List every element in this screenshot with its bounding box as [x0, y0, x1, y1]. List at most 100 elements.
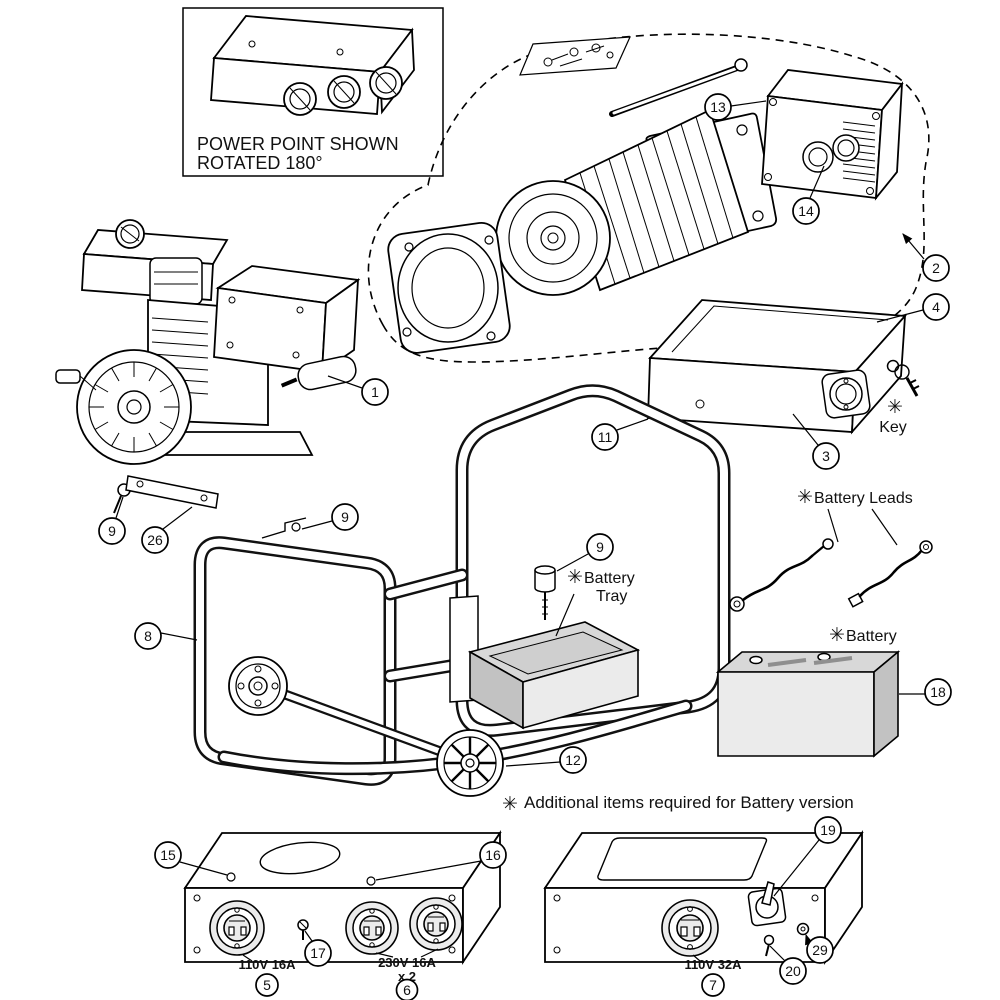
callout-6: 6 — [395, 978, 419, 1000]
note-asterisk: ✳ — [502, 794, 518, 815]
callout-18: 18 — [924, 678, 952, 706]
capacitor-2 — [832, 134, 860, 162]
key-label: Key — [879, 419, 907, 436]
svg-text:3: 3 — [822, 448, 830, 464]
battery-asterisk: ✳ — [829, 625, 845, 646]
label-230v-16a: 230V 16A — [378, 955, 436, 970]
battery-leads-label: Battery Leads — [814, 490, 913, 507]
capacitor-1 — [802, 141, 834, 173]
control-box — [647, 299, 907, 435]
label-110v-32a: 110V 32A — [684, 957, 742, 972]
panel-screw — [297, 919, 309, 940]
callout-8: 8 — [134, 622, 162, 650]
rubber-mount — [534, 565, 556, 620]
engine-illustration — [55, 219, 361, 465]
long-stud-bolt — [609, 58, 748, 117]
callout-2: 2 — [922, 254, 950, 282]
inset-power-point: POWER POINT SHOWN ROTATED 180° — [182, 7, 444, 177]
svg-text:12: 12 — [565, 752, 581, 768]
washer — [796, 922, 810, 936]
label-110v-16a: 110V 16A — [238, 957, 296, 972]
battery-leads — [729, 538, 933, 612]
svg-text:2: 2 — [932, 260, 940, 276]
callout-5: 5 — [255, 973, 279, 997]
battery-label: Battery — [846, 628, 897, 645]
battery-tray-label-line2: Tray — [596, 588, 627, 605]
socket-110v-16a — [209, 900, 265, 956]
starter-switch — [747, 881, 787, 927]
svg-text:7: 7 — [709, 977, 717, 993]
callout-19: 19 — [814, 816, 842, 844]
clip-bracket-mid — [261, 517, 307, 539]
svg-text:19: 19 — [820, 822, 836, 838]
callout-13: 13 — [704, 93, 732, 121]
svg-text:6: 6 — [403, 982, 411, 998]
callout-26: 26 — [141, 526, 169, 554]
svg-text:26: 26 — [147, 532, 163, 548]
air-cleaner — [149, 257, 203, 305]
callout-9-left: 9 — [98, 517, 126, 545]
callout-17: 17 — [304, 939, 332, 967]
front-wheel — [436, 729, 504, 797]
callout-29: 29 — [806, 936, 834, 964]
svg-text:1: 1 — [371, 384, 379, 400]
svg-text:4: 4 — [932, 299, 940, 315]
alternator-kit-dashed-outline — [367, 33, 930, 363]
control-box-socket — [821, 369, 871, 419]
rear-wheel — [228, 656, 288, 716]
callout-9-tray: 9 — [586, 533, 614, 561]
svg-text:18: 18 — [930, 684, 946, 700]
svg-text:5: 5 — [263, 977, 271, 993]
svg-text:9: 9 — [341, 509, 349, 525]
outlet-panel-left — [183, 830, 502, 965]
inset-caption-line2: ROTATED 180° — [197, 153, 323, 173]
callout-4: 4 — [922, 293, 950, 321]
switch-bolt — [763, 934, 775, 957]
alternator-front-housing — [387, 221, 511, 354]
callout-1: 1 — [361, 378, 389, 406]
key-asterisk: ✳ — [887, 397, 903, 418]
battery-version-note: Additional items required for Battery ve… — [524, 793, 854, 812]
crankcase-head — [213, 265, 361, 374]
callout-3: 3 — [812, 442, 840, 470]
svg-text:15: 15 — [160, 847, 176, 863]
svg-text:9: 9 — [596, 539, 604, 555]
svg-text:14: 14 — [798, 203, 814, 219]
recoil-starter — [55, 349, 192, 465]
svg-text:13: 13 — [710, 99, 726, 115]
svg-text:11: 11 — [598, 429, 613, 445]
svg-text:29: 29 — [812, 942, 828, 958]
key-illustration — [894, 364, 920, 397]
keyhole — [886, 359, 900, 373]
leader-lines — [115, 100, 925, 962]
socket-230v-16a-1 — [345, 901, 399, 955]
svg-text:16: 16 — [485, 847, 501, 863]
svg-text:9: 9 — [108, 523, 116, 539]
battery-tray — [467, 621, 641, 730]
support-bracket — [125, 475, 219, 509]
inset-connector-3 — [369, 66, 403, 100]
inset-connector-1 — [283, 82, 317, 116]
svg-text:17: 17 — [310, 945, 326, 961]
svg-text:8: 8 — [144, 628, 152, 644]
battery-leads-asterisk: ✳ — [797, 487, 813, 508]
callout-16: 16 — [479, 841, 507, 869]
battery-tray-asterisk: ✳ — [567, 567, 583, 588]
alternator-body — [495, 108, 750, 296]
callout-12: 12 — [559, 746, 587, 774]
terminal-cover-box — [761, 69, 904, 201]
inset-connector-2 — [327, 75, 361, 109]
callout-9-mid: 9 — [331, 503, 359, 531]
callout-15: 15 — [154, 841, 182, 869]
hardware-bag — [519, 36, 631, 76]
outlet-panel-right — [543, 830, 864, 965]
socket-230v-16a-2 — [409, 897, 463, 951]
callout-20: 20 — [779, 957, 807, 985]
callout-11: 11 — [591, 423, 619, 451]
svg-text:20: 20 — [785, 963, 801, 979]
washer-hole — [800, 926, 806, 932]
battery-tray-label-line1: Battery — [584, 570, 635, 587]
battery — [715, 650, 901, 758]
